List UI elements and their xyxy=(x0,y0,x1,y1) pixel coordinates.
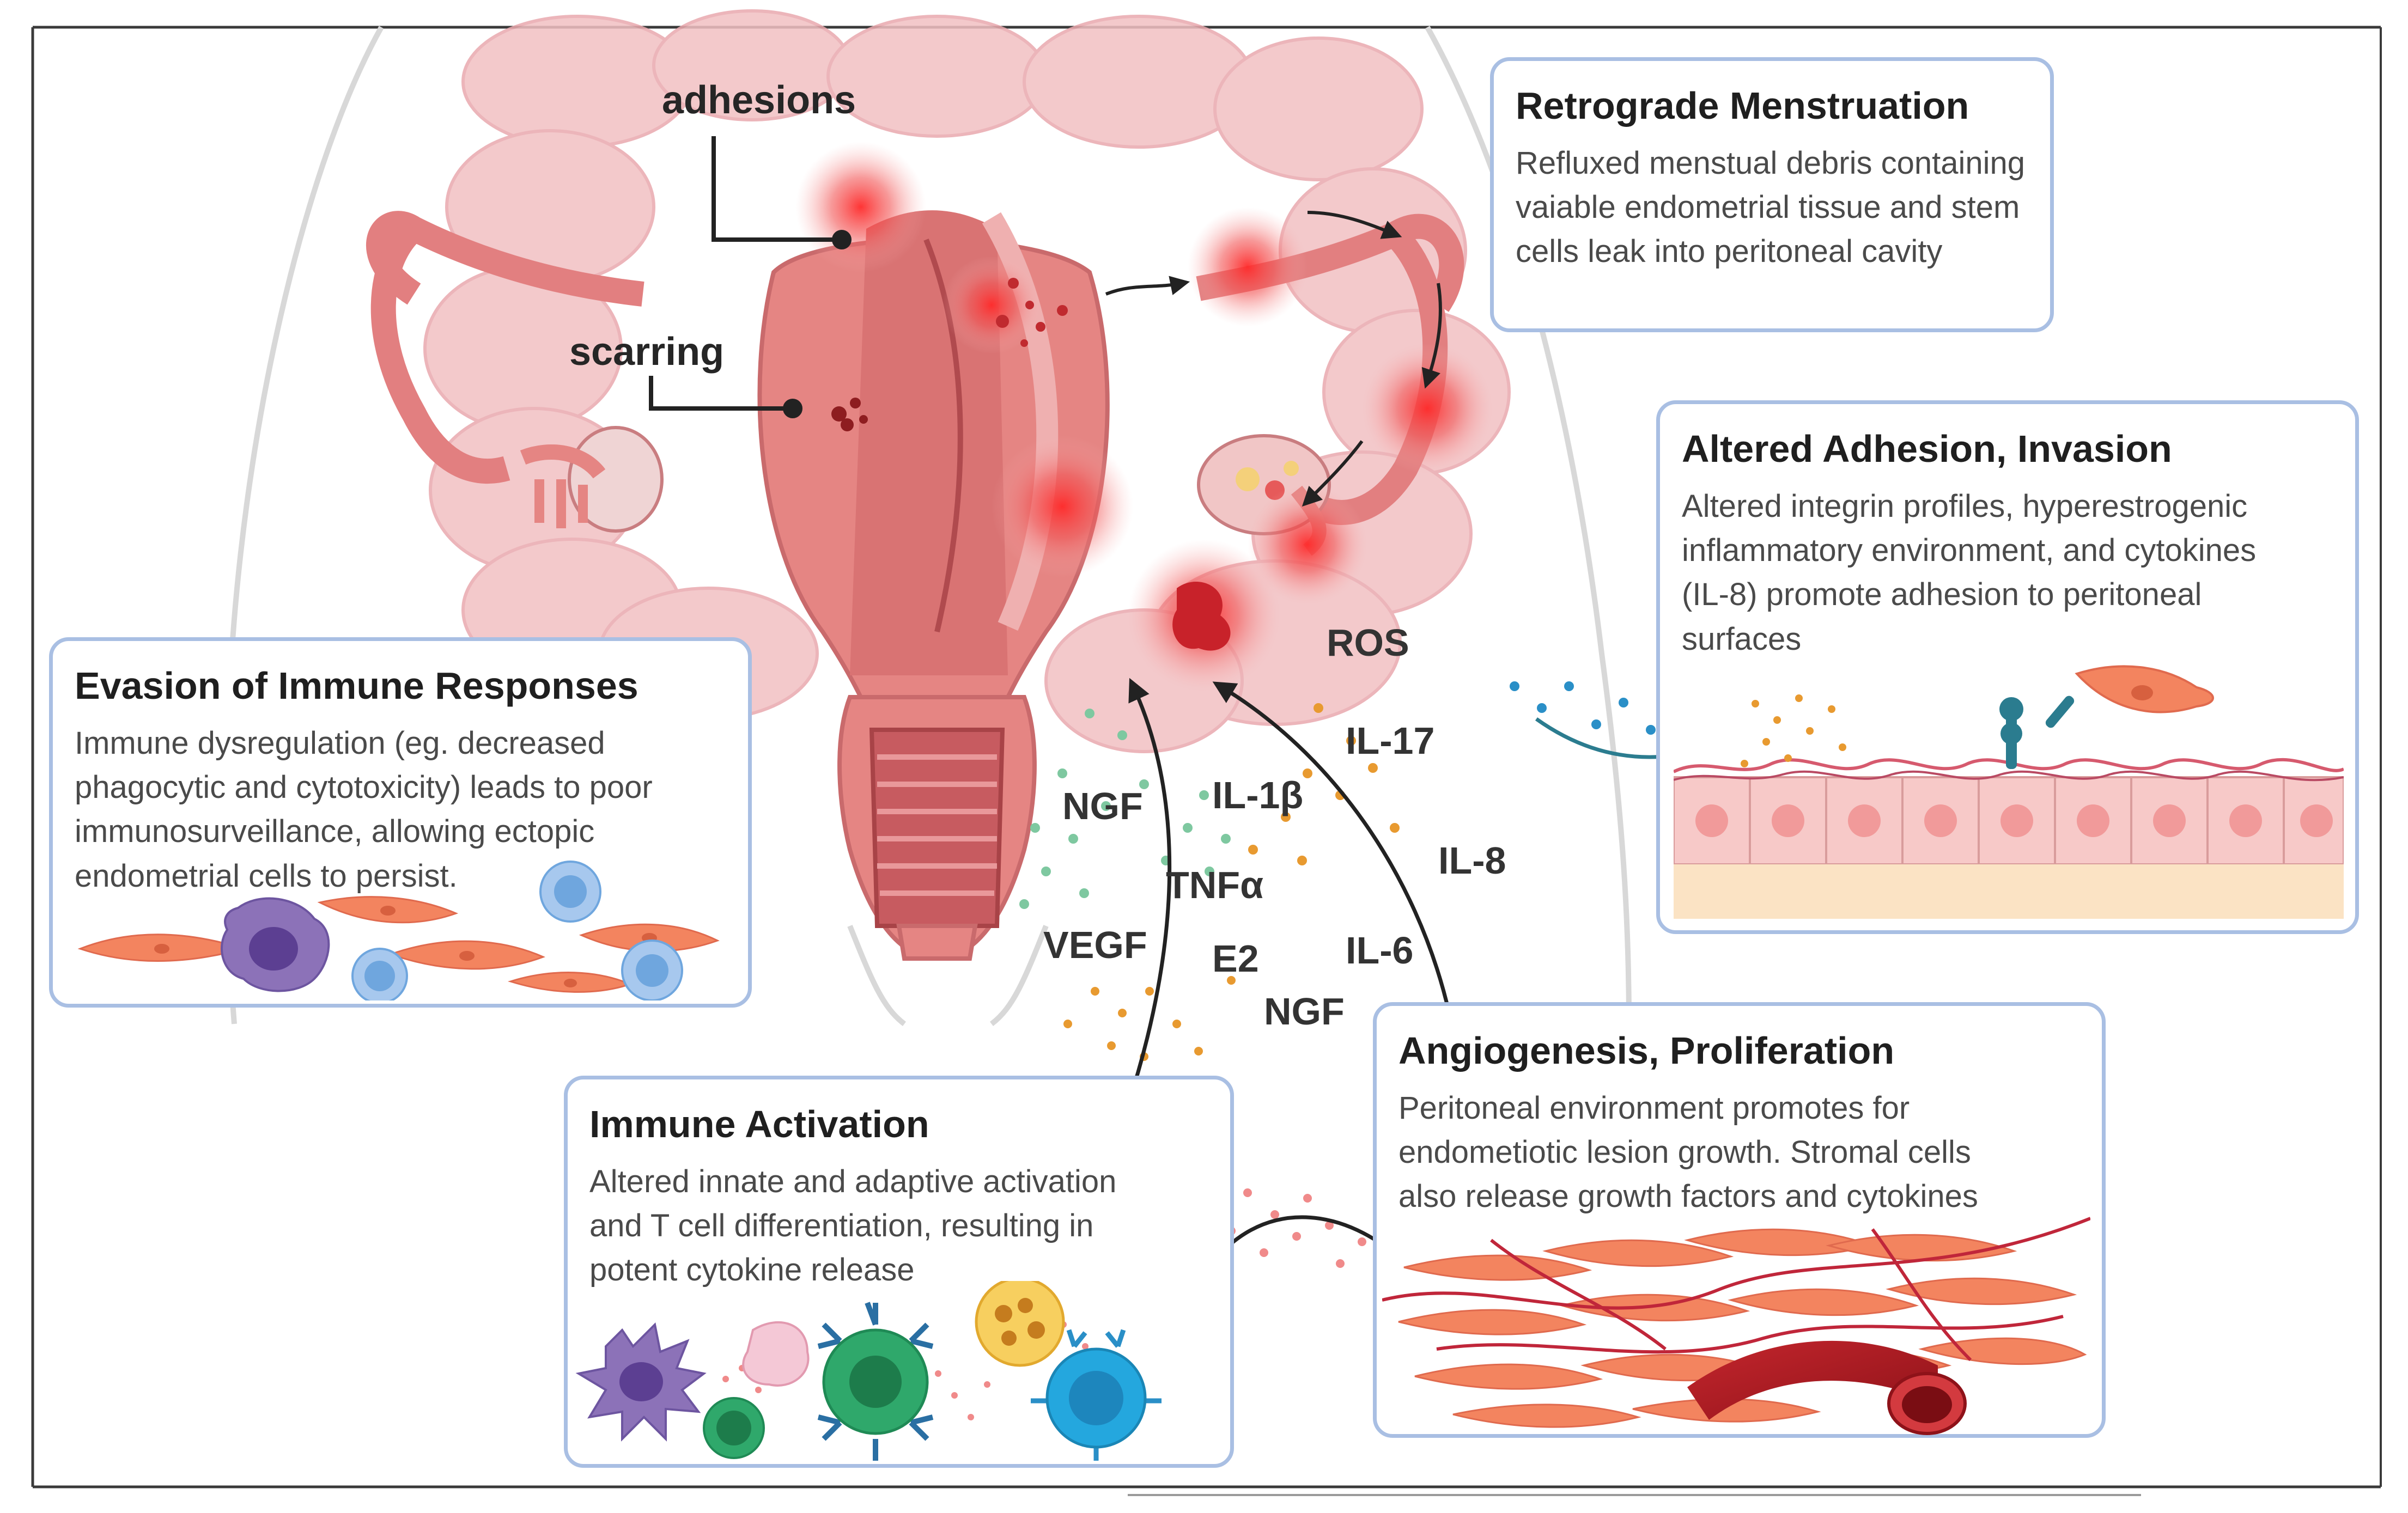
il8-label: IL-8 xyxy=(1438,839,1506,882)
ngf-label-left: NGF xyxy=(1062,785,1143,827)
il1b-label: IL-1β xyxy=(1212,774,1304,816)
il17-label: IL-17 xyxy=(1346,719,1435,762)
retrograde-menstruation-panel: Retrograde Menstruation Refluxed menstua… xyxy=(1490,57,2054,332)
il6-label: IL-6 xyxy=(1346,929,1414,972)
peritoneal-surface-illustration xyxy=(1674,665,2344,919)
panel-text: Altered integrin profiles, hyperestrogen… xyxy=(1682,489,2257,657)
panel-text: Immune dysregulation (eg. decreased phag… xyxy=(75,725,653,894)
panel-title: Evasion of Immune Responses xyxy=(75,664,639,707)
adhesions-label: adhesions xyxy=(662,78,856,122)
ngf-label-bottom: NGF xyxy=(1264,990,1345,1033)
evasion-immune-panel: Evasion of Immune Responses Immune dysre… xyxy=(49,637,752,1008)
retrograde-arrows xyxy=(1105,211,1442,507)
panel-title: Immune Activation xyxy=(589,1103,929,1145)
ros-label: ROS xyxy=(1327,621,1409,664)
altered-adhesion-panel: Altered Adhesion, Invasion Altered integ… xyxy=(1656,400,2359,934)
panel-text: Altered innate and adaptive activation a… xyxy=(589,1164,1117,1288)
e2-label: E2 xyxy=(1212,937,1259,980)
panel-title: Retrograde Menstruation xyxy=(1516,84,1969,127)
panel-text: Refluxed menstual debris containing vaia… xyxy=(1516,145,2025,270)
panel-text: Peritoneal environment promotes for endo… xyxy=(1398,1090,1978,1215)
panel-title: Altered Adhesion, Invasion xyxy=(1682,428,2172,470)
stromal-vessel-illustration xyxy=(1382,1217,2090,1435)
immune-cells-illustration xyxy=(575,1281,1162,1461)
evasion-cells-illustration xyxy=(77,861,720,1000)
vegf-label: VEGF xyxy=(1043,924,1147,966)
scarring-label: scarring xyxy=(569,330,725,374)
pointer-lines xyxy=(649,136,852,418)
tnfa-label: TNFα xyxy=(1166,864,1264,906)
intestines xyxy=(423,9,1511,753)
cytokine-arrows xyxy=(1120,678,1451,1123)
angiogenesis-proliferation-panel: Angiogenesis, Proliferation Peritoneal e… xyxy=(1373,1002,2106,1438)
uterus xyxy=(366,210,1464,961)
immune-activation-panel: Immune Activation Altered innate and ada… xyxy=(564,1076,1234,1468)
panel-title: Angiogenesis, Proliferation xyxy=(1398,1029,1895,1072)
